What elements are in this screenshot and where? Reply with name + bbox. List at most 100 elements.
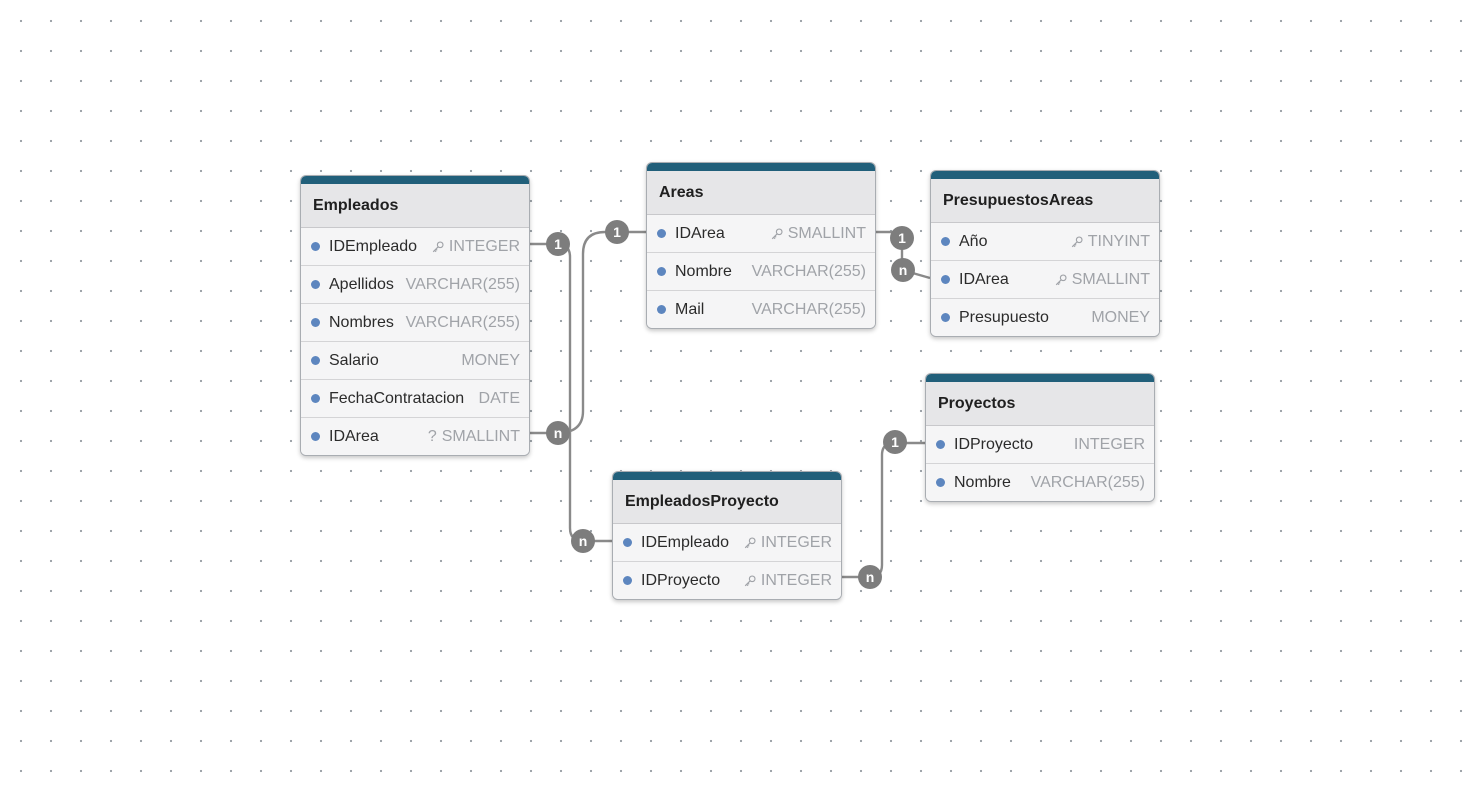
key-icon <box>771 227 783 239</box>
field-name: IDProyecto <box>641 571 721 589</box>
key-icon <box>1071 235 1083 247</box>
field-row[interactable]: FechaContratacion DATE <box>301 380 529 418</box>
table-title[interactable]: EmpleadosProyecto <box>613 480 841 524</box>
field-row[interactable]: IDArea ?SMALLINT <box>301 418 529 455</box>
cardinality-badge[interactable]: n <box>571 529 595 553</box>
key-icon <box>744 536 756 548</box>
field-type: ?SMALLINT <box>428 428 520 446</box>
field-row[interactable]: IDEmpleado INTEGER <box>301 228 529 266</box>
table-title[interactable]: Proyectos <box>926 382 1154 426</box>
field-name: Nombre <box>954 473 1011 491</box>
field-row[interactable]: Salario MONEY <box>301 342 529 380</box>
field-type-text: TINYINT <box>1087 232 1150 250</box>
field-name: Presupuesto <box>959 308 1049 326</box>
link-empleados-idempleado-to-empleadosproyecto <box>528 242 612 543</box>
field-dot-icon <box>311 356 320 365</box>
cardinality-badge[interactable]: n <box>891 258 915 282</box>
field-row[interactable]: IDProyecto INTEGER <box>613 562 841 599</box>
table-header-bar <box>926 374 1154 382</box>
field-type-text: DATE <box>478 389 520 407</box>
table-presupuestosareas[interactable]: PresupuestosAreas Año TINYINT IDArea SMA… <box>930 170 1160 337</box>
link-empleadosproyecto-to-proyectos <box>840 441 925 579</box>
cardinality-badge[interactable]: n <box>546 421 570 445</box>
table-title[interactable]: Empleados <box>301 184 529 228</box>
key-icon <box>1055 273 1067 285</box>
field-type-text: INTEGER <box>448 237 520 255</box>
cardinality-badge[interactable]: 1 <box>605 220 629 244</box>
field-dot-icon <box>941 237 950 246</box>
field-type-text: VARCHAR(255) <box>1030 473 1145 491</box>
field-type: VARCHAR(255) <box>406 314 520 332</box>
field-dot-icon <box>941 313 950 322</box>
field-name: IDEmpleado <box>329 237 418 255</box>
field-name: Nombre <box>675 262 732 280</box>
field-row[interactable]: Nombres VARCHAR(255) <box>301 304 529 342</box>
field-row[interactable]: IDEmpleado INTEGER <box>613 524 841 562</box>
field-name: Salario <box>329 351 379 369</box>
field-type: INTEGER <box>431 238 520 256</box>
field-row[interactable]: Presupuesto MONEY <box>931 299 1159 336</box>
cardinality-badge[interactable]: 1 <box>890 226 914 250</box>
field-name: IDArea <box>959 270 1009 288</box>
field-type: TINYINT <box>1070 233 1150 251</box>
field-dot-icon <box>941 275 950 284</box>
field-row[interactable]: Año TINYINT <box>931 223 1159 261</box>
field-type-text: INTEGER <box>760 571 832 589</box>
field-dot-icon <box>311 242 320 251</box>
field-row[interactable]: Nombre VARCHAR(255) <box>647 253 875 291</box>
field-dot-icon <box>936 478 945 487</box>
field-name: IDEmpleado <box>641 533 730 551</box>
nullable-icon: ? <box>427 427 437 445</box>
table-title[interactable]: Areas <box>647 171 875 215</box>
field-type-text: MONEY <box>461 351 520 369</box>
table-areas[interactable]: Areas IDArea SMALLINT Nombre VARCHAR(255… <box>646 162 876 329</box>
field-type: VARCHAR(255) <box>1031 474 1145 492</box>
table-header-bar <box>647 163 875 171</box>
field-dot-icon <box>311 280 320 289</box>
field-type-text: VARCHAR(255) <box>405 313 520 331</box>
field-name: IDArea <box>675 224 725 242</box>
cardinality-badge[interactable]: n <box>858 565 882 589</box>
field-type: SMALLINT <box>1054 271 1150 289</box>
field-row[interactable]: Nombre VARCHAR(255) <box>926 464 1154 501</box>
field-row[interactable]: IDArea SMALLINT <box>931 261 1159 299</box>
field-dot-icon <box>623 576 632 585</box>
field-dot-icon <box>936 440 945 449</box>
key-icon <box>744 574 756 586</box>
field-type: VARCHAR(255) <box>752 263 866 281</box>
field-name: Mail <box>675 300 705 318</box>
field-dot-icon <box>311 394 320 403</box>
field-dot-icon <box>657 305 666 314</box>
field-type-text: SMALLINT <box>441 427 520 445</box>
field-name: IDProyecto <box>954 435 1034 453</box>
field-type: MONEY <box>1091 309 1150 327</box>
field-type: DATE <box>479 390 520 408</box>
field-dot-icon <box>657 267 666 276</box>
table-title[interactable]: PresupuestosAreas <box>931 179 1159 223</box>
field-type: VARCHAR(255) <box>752 301 866 319</box>
field-type-text: VARCHAR(255) <box>751 300 866 318</box>
table-empleadosproyecto[interactable]: EmpleadosProyecto IDEmpleado INTEGER IDP… <box>612 471 842 600</box>
field-row[interactable]: IDProyecto INTEGER <box>926 426 1154 464</box>
table-header-bar <box>613 472 841 480</box>
field-type-text: SMALLINT <box>787 224 866 242</box>
cardinality-badge[interactable]: 1 <box>546 232 570 256</box>
field-type: MONEY <box>461 352 520 370</box>
field-type: VARCHAR(255) <box>406 276 520 294</box>
field-type: INTEGER <box>1074 436 1145 454</box>
table-empleados[interactable]: Empleados IDEmpleado INTEGER Apellidos V… <box>300 175 530 456</box>
cardinality-badge[interactable]: 1 <box>883 430 907 454</box>
field-row[interactable]: IDArea SMALLINT <box>647 215 875 253</box>
field-row[interactable]: Mail VARCHAR(255) <box>647 291 875 328</box>
table-proyectos[interactable]: Proyectos IDProyecto INTEGER Nombre VARC… <box>925 373 1155 502</box>
field-dot-icon <box>311 432 320 441</box>
field-row[interactable]: Apellidos VARCHAR(255) <box>301 266 529 304</box>
field-type-text: MONEY <box>1091 308 1150 326</box>
field-type: INTEGER <box>743 534 832 552</box>
field-dot-icon <box>311 318 320 327</box>
field-dot-icon <box>623 538 632 547</box>
key-icon <box>432 240 444 252</box>
field-name: Apellidos <box>329 275 394 293</box>
link-empleados-idarea-to-areas <box>528 230 646 435</box>
